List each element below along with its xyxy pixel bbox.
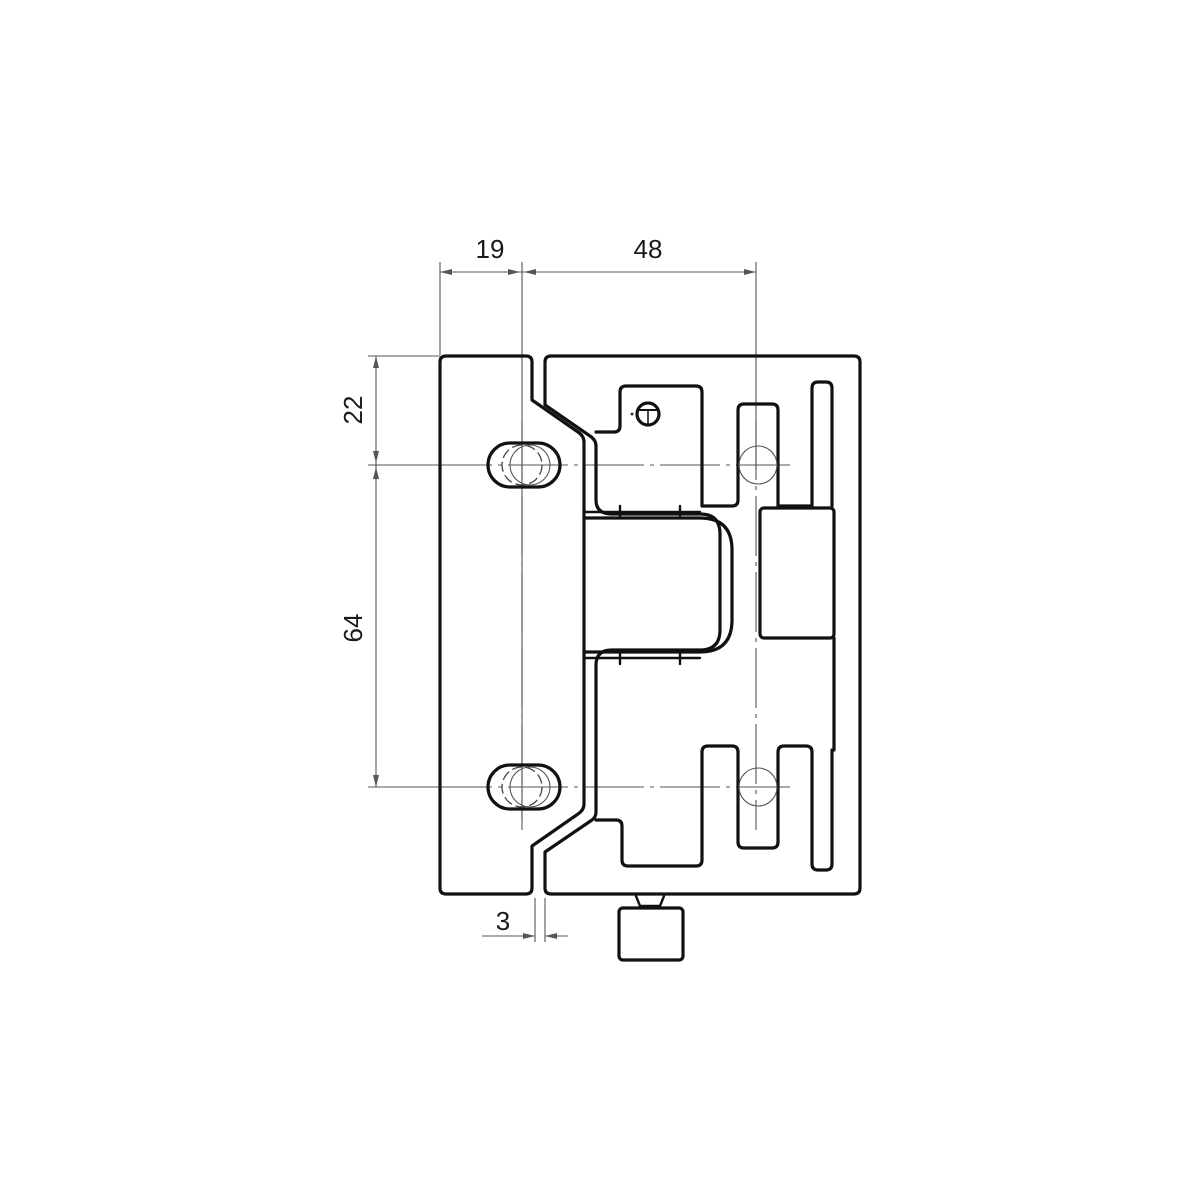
dimension-top: 19 48 — [439, 234, 757, 820]
dim-22-label: 22 — [338, 396, 368, 425]
adjust-screw-icon — [630, 401, 661, 427]
pivot-lower — [738, 767, 778, 807]
knuckle-link — [582, 516, 734, 654]
center-lines — [432, 420, 790, 830]
slot-upper — [486, 441, 562, 489]
slot-lower — [486, 763, 562, 811]
pivot-upper — [738, 445, 778, 485]
right-leaf-outline — [543, 354, 862, 896]
dim-48-label: 48 — [634, 234, 663, 264]
lower-pocket — [594, 744, 834, 872]
dim-19-label: 19 — [476, 234, 505, 264]
bottom-tab — [617, 894, 685, 962]
left-leaf-outline — [438, 354, 586, 896]
dimension-bottom: 3 — [482, 898, 568, 942]
right-block — [758, 506, 836, 640]
dimension-left: 22 64 — [338, 355, 440, 788]
dim-64-label: 64 — [338, 614, 368, 643]
dim-3-label: 3 — [496, 906, 510, 936]
upper-pocket — [594, 380, 834, 508]
